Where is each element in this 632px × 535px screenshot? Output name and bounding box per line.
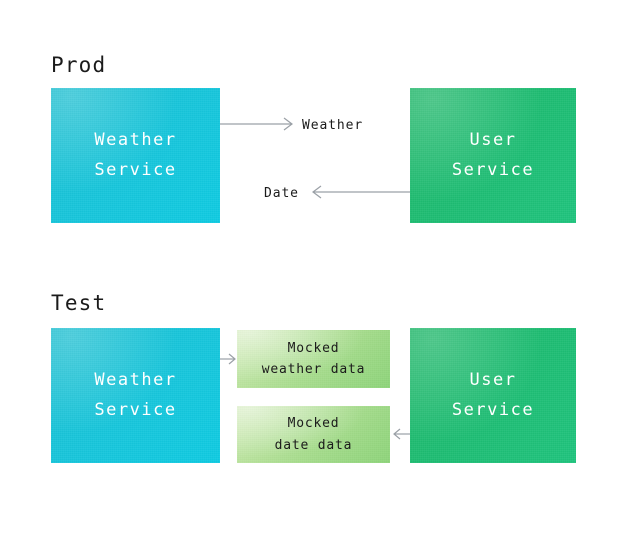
mocked-weather-data-box: Mocked weather data: [237, 330, 390, 388]
test-date-arrow-left-icon: [393, 428, 410, 440]
prod-date-arrow-left-icon: [312, 185, 410, 199]
mocked-weather-data-label-line2: weather data: [261, 362, 366, 377]
test-user-service-box: User Service: [410, 328, 576, 463]
test-weather-service-label-line2: Service: [94, 399, 177, 420]
test-user-service-label-line2: Service: [451, 399, 535, 420]
prod-user-service-label-line1: User: [469, 130, 517, 151]
prod-edge-label-date: Date: [264, 186, 299, 201]
prod-user-service-box: User Service: [410, 88, 576, 223]
test-weather-arrow-right-icon: [220, 353, 236, 365]
mocked-date-data-box: Mocked date data: [237, 406, 390, 463]
mocked-date-data-label-line2: date data: [274, 437, 353, 453]
prod-weather-service-label-line2: Service: [94, 159, 177, 180]
prod-user-service-label-line2: Service: [451, 159, 535, 180]
test-user-service-label-line1: User: [469, 370, 517, 391]
test-weather-service-box: Weather Service: [51, 328, 220, 463]
prod-edge-label-weather: Weather: [302, 118, 364, 133]
mocked-date-data-label-line1: Mocked: [287, 416, 340, 432]
section-title-test: Test: [51, 291, 107, 315]
test-weather-service-label-line1: Weather: [94, 370, 177, 391]
mocked-weather-data-label-line1: Mocked: [287, 340, 340, 356]
prod-weather-service-label-line1: Weather: [94, 130, 177, 151]
section-title-prod: Prod: [51, 53, 107, 77]
prod-weather-arrow-right-icon: [220, 117, 293, 131]
prod-weather-service-box: Weather Service: [51, 88, 220, 223]
